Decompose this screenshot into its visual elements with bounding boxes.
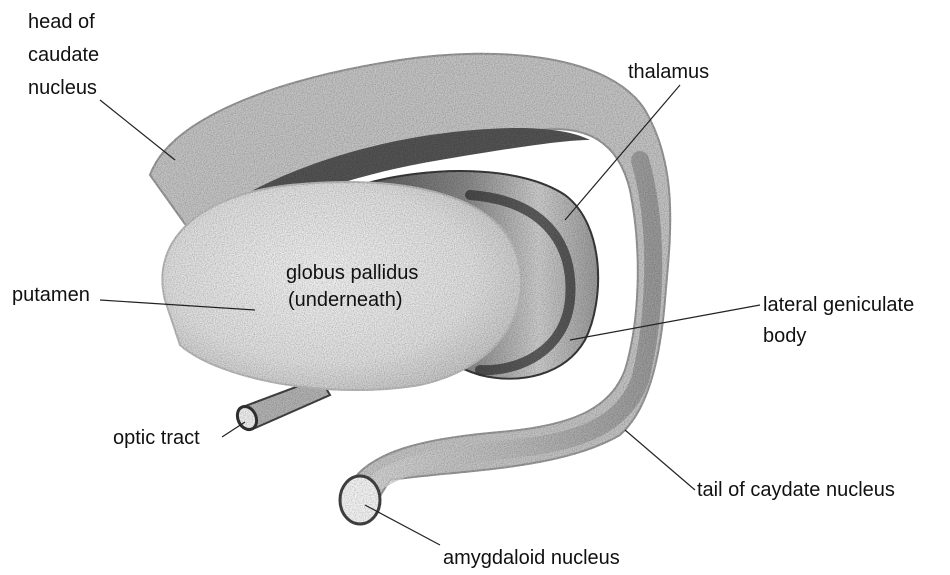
label-head-caudate-line1: head of [28,10,95,35]
putamen-body [162,182,521,390]
leader-tail-caudate [625,430,695,490]
label-amygdaloid: amygdaloid nucleus [443,546,620,571]
amygdaloid-shape [340,476,380,524]
label-thalamus: thalamus [628,60,709,85]
label-lateral-geniculate-line2: body [763,324,806,349]
leader-amygdaloid [365,505,440,545]
label-lateral-geniculate-line1: lateral geniculate [763,293,914,318]
leader-head-caudate [100,100,175,160]
label-optic-tract: optic tract [113,426,200,451]
label-globus-pallidus-line2: (underneath) [288,288,403,313]
label-head-caudate-line2: caudate [28,43,99,68]
label-globus-pallidus-line1: globus pallidus [286,261,418,286]
leader-optic-tract [222,422,245,437]
label-putamen: putamen [12,283,90,308]
label-tail-caudate: tail of caydate nucleus [697,478,895,503]
amygdaloid-ring [340,476,380,524]
label-head-caudate-line3: nucleus [28,76,97,101]
putamen-shape [162,182,521,390]
